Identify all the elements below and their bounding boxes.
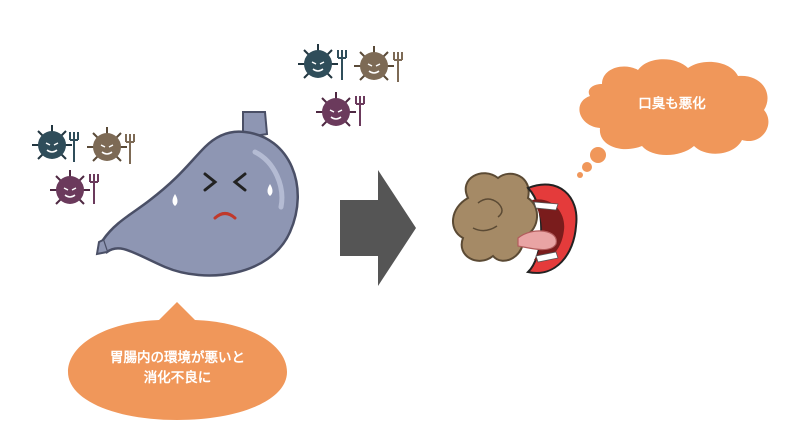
germ-icon xyxy=(354,46,394,81)
arrow-right-icon xyxy=(340,170,416,286)
germ-icon xyxy=(316,92,356,127)
mouth-icon xyxy=(452,172,578,274)
bottom-callout xyxy=(68,302,287,420)
germ-icon xyxy=(298,44,338,79)
thought-bubble xyxy=(577,59,769,178)
stomach-icon xyxy=(95,111,299,277)
bottom-callout-line2: 消化不良に xyxy=(143,370,212,386)
bottom-callout-line1: 胃腸内の環境が悪いと xyxy=(110,350,245,366)
thought-bubble-text: 口臭も悪化 xyxy=(638,96,706,112)
germ-cluster-left xyxy=(32,125,135,205)
bottom-callout-text: 胃腸内の環境が悪いと 消化不良に xyxy=(90,348,265,388)
germ-icon xyxy=(50,170,90,205)
germ-icon xyxy=(87,127,127,162)
germ-cluster-top xyxy=(298,44,403,127)
germ-icon xyxy=(32,125,72,160)
